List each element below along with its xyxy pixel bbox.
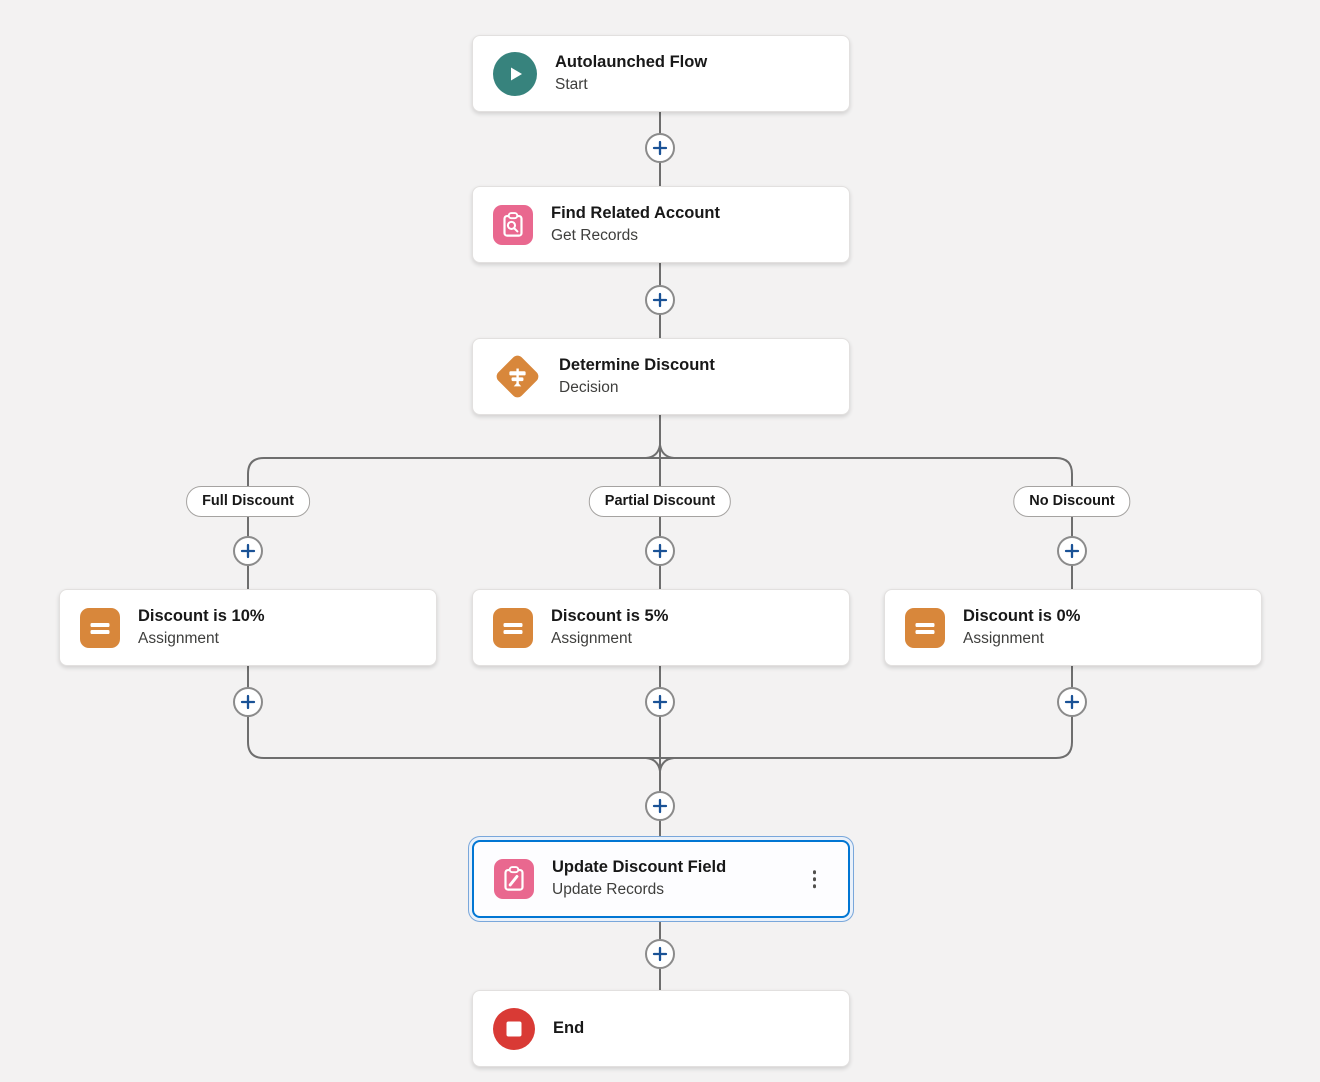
add-element-button[interactable]	[233, 536, 263, 566]
node-title: Discount is 0%	[963, 606, 1081, 625]
node-get-records[interactable]: Find Related Account Get Records	[472, 186, 850, 263]
clipboard-search-icon	[493, 204, 533, 245]
clipboard-pencil-icon	[494, 859, 534, 899]
add-element-button[interactable]	[645, 133, 675, 163]
node-end[interactable]: End	[472, 990, 850, 1067]
node-assignment-full[interactable]: Discount is 10% Assignment	[59, 589, 437, 666]
node-subtitle: Assignment	[963, 629, 1044, 647]
add-element-button[interactable]	[645, 687, 675, 717]
node-subtitle: Assignment	[138, 629, 219, 647]
branch-label-no-discount: No Discount	[1013, 486, 1131, 517]
add-element-button[interactable]	[645, 536, 675, 566]
node-subtitle: Get Records	[551, 226, 639, 244]
branch-label-full-discount: Full Discount	[186, 486, 310, 517]
equals-icon	[80, 607, 120, 648]
node-assignment-partial[interactable]: Discount is 5% Assignment	[472, 589, 850, 666]
node-subtitle: Assignment	[551, 629, 632, 647]
add-element-button[interactable]	[645, 791, 675, 821]
add-element-button[interactable]	[1057, 536, 1087, 566]
play-icon	[493, 51, 537, 96]
branch-label-partial-discount: Partial Discount	[588, 486, 732, 517]
node-assignment-none[interactable]: Discount is 0% Assignment	[884, 589, 1262, 666]
add-element-button[interactable]	[645, 939, 675, 969]
node-title: Update Discount Field	[552, 858, 727, 877]
node-title: Determine Discount	[559, 355, 715, 374]
node-subtitle: Update Records	[552, 881, 665, 899]
node-menu-button[interactable]	[809, 866, 821, 892]
add-element-button[interactable]	[233, 687, 263, 717]
node-decision[interactable]: Determine Discount Decision	[472, 338, 850, 415]
add-element-button[interactable]	[645, 285, 675, 315]
node-title: Discount is 10%	[138, 606, 265, 625]
node-update-records[interactable]: Update Discount Field Update Records	[472, 840, 850, 918]
node-title: Discount is 5%	[551, 606, 669, 625]
equals-icon	[905, 607, 945, 648]
node-start[interactable]: Autolaunched Flow Start	[472, 35, 850, 112]
stop-icon	[493, 1007, 535, 1050]
signpost-icon	[493, 353, 541, 401]
add-element-button[interactable]	[1057, 687, 1087, 717]
node-title: End	[553, 1018, 585, 1037]
node-subtitle: Start	[555, 75, 588, 93]
node-title: Find Related Account	[551, 203, 720, 222]
node-subtitle: Decision	[559, 378, 619, 396]
equals-icon	[493, 607, 533, 648]
node-title: Autolaunched Flow	[555, 52, 708, 71]
